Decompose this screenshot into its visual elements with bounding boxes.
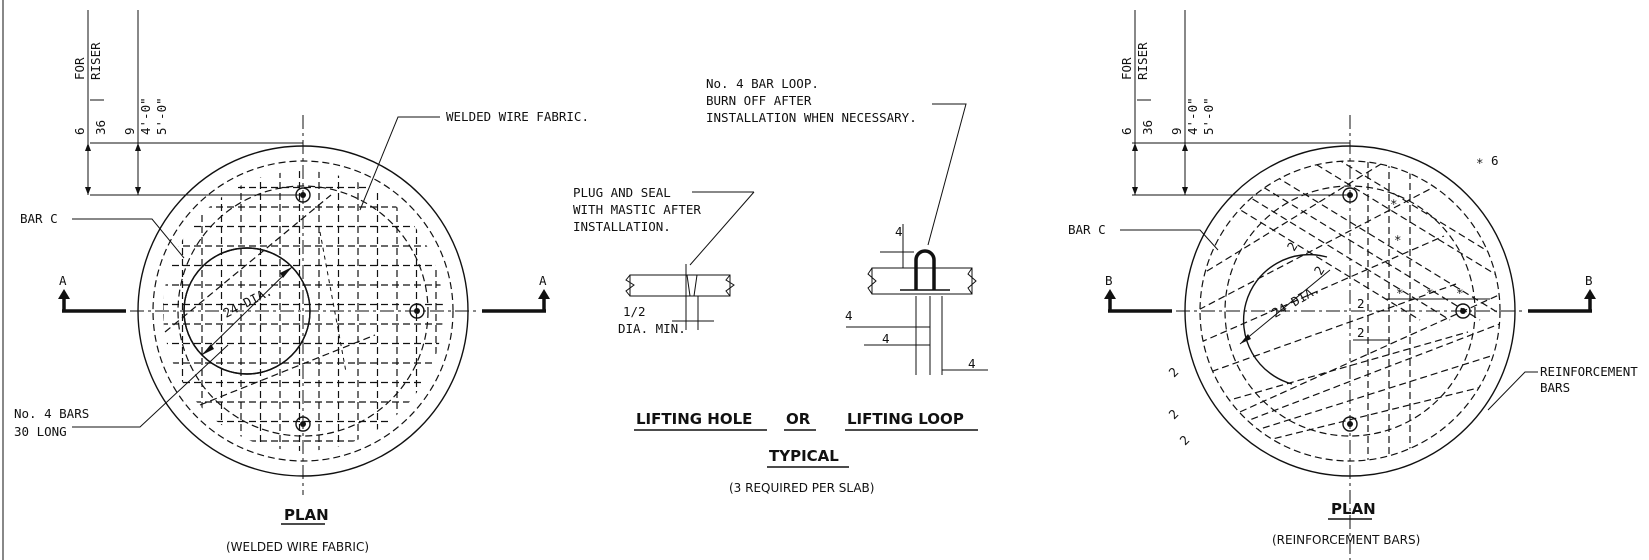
lifting-hole-symbol <box>1342 187 1471 432</box>
svg-text:2: 2 <box>1166 364 1182 380</box>
svg-text:9: 9 <box>122 127 137 135</box>
svg-text:2: 2 <box>1311 263 1328 277</box>
svg-text:∗: ∗ <box>1426 283 1434 298</box>
svg-text:BARS: BARS <box>1540 380 1570 395</box>
hole-dia-label: 1/2 <box>623 304 646 319</box>
svg-text:4'-0": 4'-0" <box>138 97 153 135</box>
section-mark-b-left: B <box>1105 273 1113 288</box>
left-plan-subtitle: (WELDED WIRE FABRIC) <box>226 540 369 554</box>
plug-note-1: PLUG AND SEAL <box>573 185 671 200</box>
svg-text:36: 36 <box>93 120 108 135</box>
svg-text:2: 2 <box>1166 406 1182 422</box>
left-plan-title: PLAN <box>284 506 329 524</box>
svg-text:RISER: RISER <box>88 42 103 80</box>
loop-note-1: No. 4 BAR LOOP. <box>706 76 819 91</box>
svg-text:DIA. MIN.: DIA. MIN. <box>618 321 686 336</box>
svg-text:5'-0": 5'-0" <box>1201 97 1216 135</box>
no4-bars-label: No. 4 BARS <box>14 406 89 421</box>
lifting-hole-symbol <box>295 187 425 432</box>
svg-text:2: 2 <box>1357 296 1365 311</box>
star-note: ∗ 6 <box>1476 153 1499 168</box>
svg-text:∗: ∗ <box>1396 283 1404 298</box>
slab-section-loop <box>871 267 973 295</box>
svg-text:INSTALLATION WHEN NECESSARY.: INSTALLATION WHEN NECESSARY. <box>706 110 917 125</box>
svg-text:WITH MASTIC AFTER: WITH MASTIC AFTER <box>573 202 701 217</box>
svg-text:6: 6 <box>72 127 87 135</box>
left-plan: 24 DIA. 6 36 9 4'-0" 5'-0" FOR RISER WEL… <box>14 10 589 554</box>
svg-text:FOR: FOR <box>1119 57 1134 80</box>
svg-text:RISER: RISER <box>1135 42 1150 80</box>
section-mark-a-right: A <box>539 273 547 288</box>
svg-text:FOR: FOR <box>72 57 87 80</box>
wwf-label: WELDED WIRE FABRIC. <box>446 109 589 124</box>
bar-c-label: BAR C <box>20 211 58 226</box>
lifting-hole-title: LIFTING HOLE <box>636 410 752 428</box>
section-mark-a-left: A <box>59 273 67 288</box>
required-note: (3 REQUIRED PER SLAB) <box>729 481 874 495</box>
svg-text:2: 2 <box>1177 432 1193 448</box>
dia-label: 24 DIA. <box>221 283 275 320</box>
svg-text:4: 4 <box>882 331 890 346</box>
svg-text:9: 9 <box>1169 127 1184 135</box>
right-plan: 24 DIA. 6 36 9 4'-0" 5'-0" FOR RISER ∗ 6… <box>1068 10 1638 560</box>
bar-loop <box>914 249 936 290</box>
slab-section-hole <box>629 274 731 297</box>
bar-c-label: BAR C <box>1068 222 1106 237</box>
svg-text:4: 4 <box>895 224 903 239</box>
svg-text:2: 2 <box>1357 325 1365 340</box>
svg-text:∗: ∗ <box>1394 230 1402 245</box>
svg-text:∗: ∗ <box>1456 283 1464 298</box>
svg-text:6: 6 <box>1119 127 1134 135</box>
svg-text:36: 36 <box>1140 120 1155 135</box>
svg-text:30 LONG: 30 LONG <box>14 424 67 439</box>
svg-text:4'-0": 4'-0" <box>1185 97 1200 135</box>
lifting-details: PLUG AND SEAL WITH MASTIC AFTER INSTALLA… <box>573 76 988 495</box>
opening-arc <box>1242 253 1328 385</box>
right-plan-subtitle: (REINFORCEMENT BARS) <box>1272 533 1420 547</box>
svg-text:4: 4 <box>968 356 976 371</box>
or-text: OR <box>786 410 811 428</box>
typical-title: TYPICAL <box>769 447 839 465</box>
dia-label: 24 DIA. <box>1269 281 1322 320</box>
right-plan-title: PLAN <box>1331 500 1376 518</box>
svg-text:5'-0": 5'-0" <box>154 97 169 135</box>
reinforcement-bars-label: REINFORCEMENT <box>1540 364 1638 379</box>
svg-text:INSTALLATION.: INSTALLATION. <box>573 219 671 234</box>
lifting-loop-title: LIFTING LOOP <box>847 410 964 428</box>
section-mark-b-right: B <box>1585 273 1593 288</box>
svg-text:∗: ∗ <box>1390 194 1398 209</box>
svg-text:4: 4 <box>845 308 853 323</box>
svg-text:BURN OFF AFTER: BURN OFF AFTER <box>706 93 812 108</box>
